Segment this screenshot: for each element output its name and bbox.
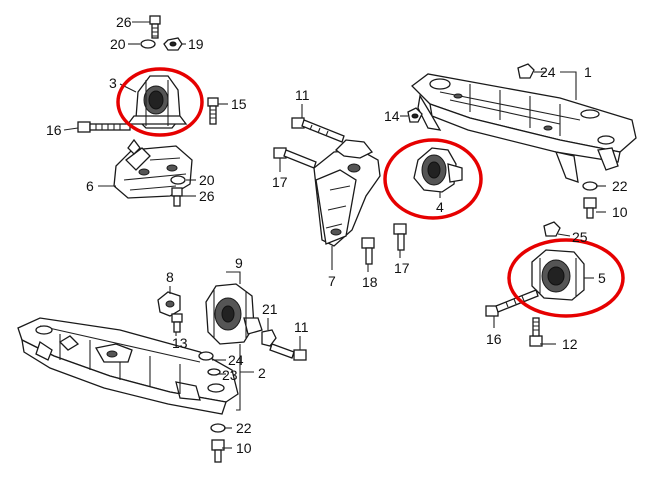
bolt-26-mid	[171, 187, 183, 207]
callout-21: 21	[262, 301, 278, 317]
leader-lines	[63, 21, 606, 449]
engine-mount-5-part	[531, 249, 585, 301]
bolt-11-lower	[269, 343, 307, 361]
callout-18: 18	[362, 274, 378, 290]
nut-14	[407, 107, 423, 123]
callout-22-right: 22	[612, 178, 628, 194]
washer-20-mid	[170, 175, 186, 185]
callout-11-lower: 11	[294, 319, 309, 335]
callout-8: 8	[166, 269, 174, 285]
callout-23: 23	[222, 367, 238, 383]
nut-19	[163, 37, 183, 51]
crossmember-front-part	[17, 317, 239, 415]
callout-20-top: 20	[110, 36, 126, 52]
callout-9: 9	[235, 255, 243, 271]
callout-26-top: 26	[116, 14, 132, 30]
callout-24-top: 24	[540, 64, 556, 80]
callout-11-upper: 11	[295, 87, 310, 103]
washer-24-lower	[198, 351, 214, 361]
callout-7: 7	[328, 273, 336, 289]
callout-5: 5	[598, 270, 606, 286]
bolt-10-bottom	[211, 439, 225, 463]
highlight-ring-part-4	[383, 138, 483, 220]
washer-23	[207, 368, 221, 376]
mount-bracket-6-part	[113, 138, 193, 199]
fasteners	[77, 15, 598, 463]
callout-22-bottom: 22	[236, 420, 252, 436]
callout-16-left: 16	[46, 122, 62, 138]
callout-20-mid: 20	[199, 172, 215, 188]
engine-mount-9-part	[205, 283, 263, 345]
bolt-18	[361, 237, 375, 265]
callout-14: 14	[384, 108, 400, 124]
washer-20-top	[140, 39, 156, 49]
callout-15: 15	[231, 96, 247, 112]
callout-1: 1	[584, 64, 592, 80]
bolt-12	[529, 317, 543, 347]
callout-labels: 26 20 19 3 15 16 6 20 26 11 17 7 14 4 24…	[46, 14, 628, 456]
bolt-16-right	[485, 289, 539, 317]
highlight-ring-part-5	[507, 238, 625, 318]
callout-24-lower: 24	[228, 352, 244, 368]
bracket-8-part	[157, 291, 181, 317]
callout-13: 13	[172, 335, 188, 351]
callout-10-right: 10	[612, 204, 628, 220]
washer-22-bottom	[210, 423, 226, 433]
engine-mount-4-part	[413, 147, 463, 193]
callout-12: 12	[562, 336, 578, 352]
callout-17-left: 17	[272, 174, 288, 190]
bolt-26-top	[149, 15, 161, 39]
bolt-16-left	[77, 121, 131, 133]
callout-16-right: 16	[486, 331, 502, 347]
bolt-10-right	[583, 197, 597, 219]
bolt-13	[171, 313, 183, 333]
crossmember-rear-part	[411, 73, 637, 183]
mount-bracket-7-part	[313, 139, 381, 247]
bolt-15	[207, 97, 219, 125]
callout-10-bottom: 10	[236, 440, 252, 456]
bolt-17-left	[273, 147, 317, 169]
callout-3: 3	[109, 75, 117, 91]
nut-25	[543, 221, 561, 237]
washer-22-right	[582, 181, 598, 191]
bolt-17-right	[393, 223, 407, 251]
callout-19: 19	[188, 36, 204, 52]
callout-25: 25	[572, 229, 588, 245]
engine-mount-3-part	[126, 75, 188, 129]
highlight-ring-part-3	[116, 67, 204, 137]
callout-2: 2	[258, 365, 266, 381]
nut-24-top	[517, 63, 535, 79]
callout-17-right: 17	[394, 260, 410, 276]
nut-21	[261, 329, 277, 347]
callout-4: 4	[436, 199, 444, 215]
highlight-rings	[116, 67, 625, 318]
callout-6: 6	[86, 178, 94, 194]
callout-26-mid: 26	[199, 188, 215, 204]
bolt-11-upper	[291, 117, 345, 143]
